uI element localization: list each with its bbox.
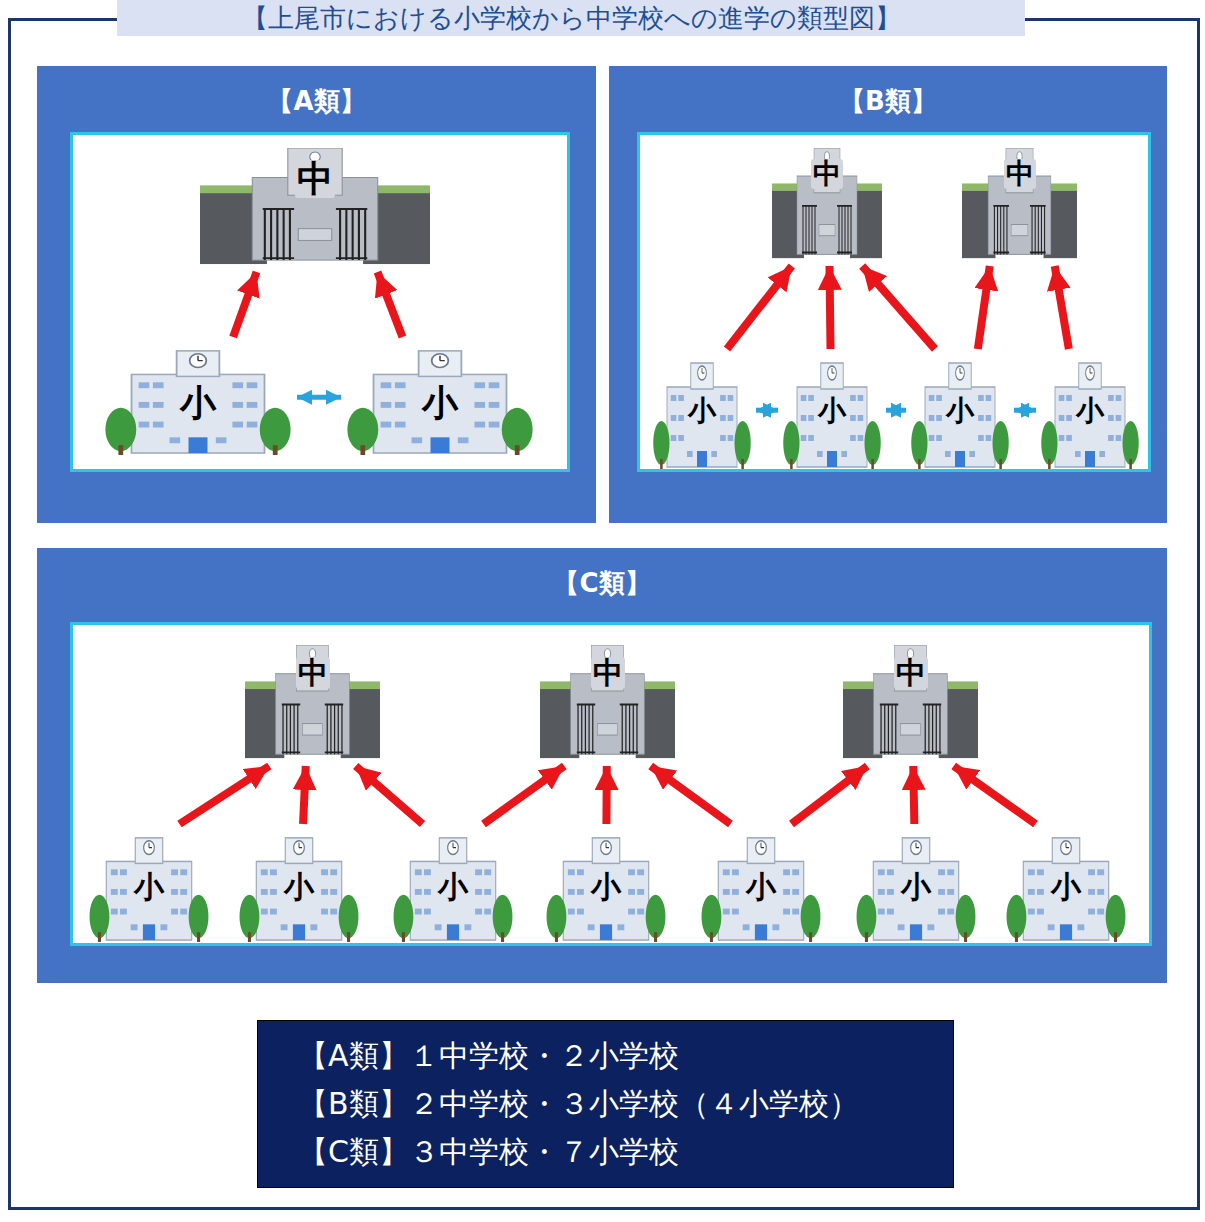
junior-high-school: 中 (843, 645, 978, 760)
type-panel: 【A類】中小 小 (37, 66, 596, 523)
elementary-school: 小 (700, 830, 822, 943)
school-label: 小 (816, 396, 848, 426)
school-label: 中 (295, 160, 335, 198)
junior-high-school: 中 (962, 148, 1077, 260)
school-label: 小 (1074, 396, 1106, 426)
elementary-school: 小 (1040, 355, 1140, 470)
elementary-school: 小 (1005, 830, 1127, 943)
school-label: 中 (591, 657, 625, 689)
elementary-school: 小 (238, 830, 360, 943)
school-label: 中 (296, 657, 330, 689)
school-label: 小 (282, 871, 316, 903)
school-label: 小 (899, 871, 933, 903)
junior-high-school: 中 (772, 148, 882, 260)
summary-line: 【A類】１中学校・２小学校 (298, 1032, 913, 1080)
school-label: 小 (178, 384, 218, 422)
school-label: 中 (894, 657, 928, 689)
school-label: 中 (811, 159, 843, 189)
school-label: 小 (436, 871, 470, 903)
elementary-school: 小 (652, 355, 752, 470)
school-label: 小 (132, 871, 166, 903)
elementary-school: 小 (855, 830, 977, 943)
type-panel: 【B類】中 中小 小 小 小 (609, 66, 1167, 523)
school-label: 小 (744, 871, 778, 903)
junior-high-school: 中 (200, 148, 430, 266)
junior-high-school: 中 (540, 645, 675, 760)
panel-heading: 【B類】 (839, 86, 937, 116)
summary-box: 【A類】１中学校・２小学校【B類】２中学校・３小学校（４小学校）【C類】３中学校… (257, 1020, 954, 1188)
school-label: 中 (1004, 159, 1036, 189)
school-label: 小 (420, 384, 460, 422)
type-panel: 【C類】中 中 中小 小 小 小 小 小 小 (37, 548, 1167, 983)
summary-line: 【C類】３中学校・７小学校 (298, 1128, 913, 1176)
panel-heading: 【A類】 (267, 86, 365, 116)
elementary-school: 小 (782, 355, 882, 470)
diagram-title: 【上尾市における小学校から中学校への進学の類型図】 (117, 0, 1025, 36)
school-label: 小 (589, 871, 623, 903)
junior-high-school: 中 (245, 645, 380, 760)
elementary-school: 小 (103, 343, 293, 456)
elementary-school: 小 (392, 830, 514, 943)
elementary-school: 小 (88, 830, 210, 943)
elementary-school: 小 (545, 830, 667, 943)
school-label: 小 (1049, 871, 1083, 903)
elementary-school: 小 (345, 343, 535, 456)
summary-line: 【B類】２中学校・３小学校（４小学校） (298, 1080, 913, 1128)
school-label: 小 (686, 396, 718, 426)
school-label: 小 (944, 396, 976, 426)
panel-heading: 【C類】 (553, 568, 650, 598)
elementary-school: 小 (910, 355, 1010, 470)
